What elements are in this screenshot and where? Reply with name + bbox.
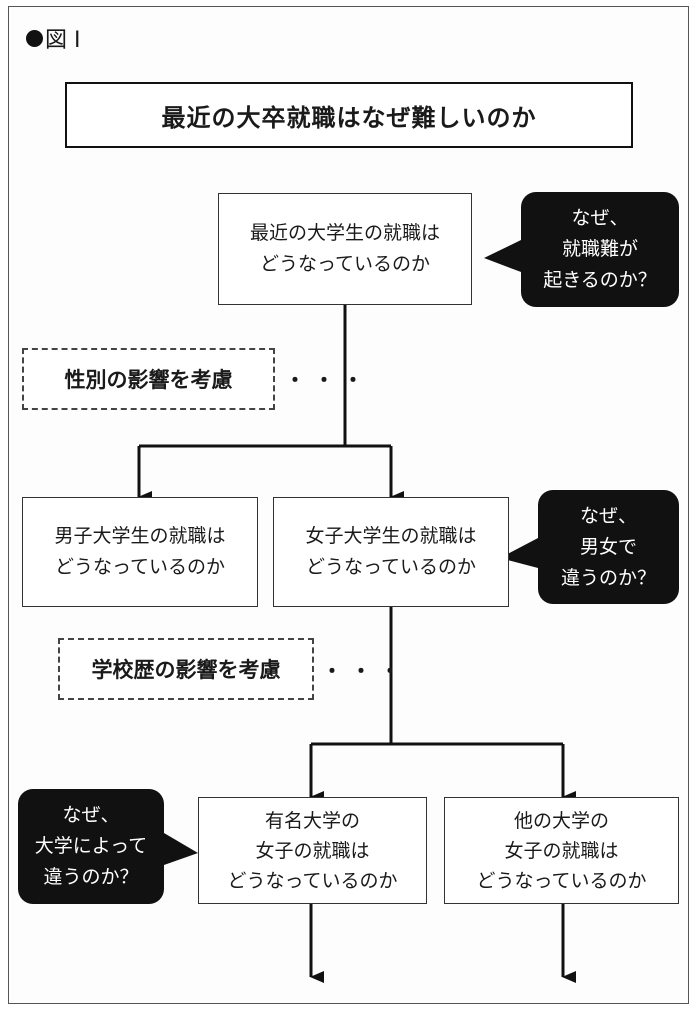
note-gender: 性別の影響を考慮: [22, 348, 275, 410]
diagram-title: 最近の大卒就職はなぜ難しいのか: [65, 82, 633, 148]
node-male-line-1: 男子大学生の就職は: [54, 525, 226, 547]
bubble-why-gender-line-2: 男女で: [579, 535, 637, 558]
note-school-ellipsis: ・・・: [322, 659, 409, 683]
node-female: 女子大学生の就職は どうなっているのか: [273, 497, 509, 607]
bubble-why-univ-line-2: 大学によって: [34, 835, 148, 857]
bubble-why-gender: なぜ、 男女で 違うのか？: [538, 490, 679, 604]
node-other-univ: 他の大学の 女子の就職は どうなっているのか: [444, 797, 679, 904]
node-famous-univ-line-1: 有名大学の: [264, 809, 360, 832]
node-female-line-1: 女子大学生の就職は: [305, 525, 477, 547]
node-root-line-1: 最近の大学生の就職は: [249, 222, 440, 244]
bullet-dot-icon: [26, 29, 43, 47]
node-other-univ-line-1: 他の大学の: [513, 809, 609, 832]
bubble-pointer-gender: [500, 538, 538, 568]
bubble-why-difficult-line-2: 就職難が: [561, 238, 638, 260]
note-gender-ellipsis: ・・・: [285, 368, 372, 392]
bubble-why-gender-line-3: 違うのか？: [560, 566, 656, 589]
bubble-why-univ-line-1: なぜ、: [62, 804, 120, 826]
node-female-line-2: どうなっているのか: [305, 556, 477, 578]
figure-label-text: 図 I: [45, 28, 81, 53]
node-famous-univ-line-3: どうなっているのか: [227, 869, 398, 892]
bubble-why-univ: なぜ、 大学によって 違うのか？: [18, 789, 164, 904]
bubble-why-univ-line-3: 違うのか？: [43, 866, 139, 888]
node-famous-univ-line-2: 女子の就職は: [255, 839, 370, 862]
bubble-why-difficult-line-3: 起きるのか？: [543, 269, 657, 291]
node-other-univ-line-3: どうなっているのか: [476, 869, 647, 892]
node-other-univ-line-2: 女子の就職は: [504, 839, 619, 862]
bubble-why-difficult: なぜ、 就職難が 起きるのか？: [521, 192, 679, 307]
bubble-why-difficult-line-1: なぜ、: [571, 207, 629, 229]
node-root-line-2: どうなっているのか: [259, 253, 431, 275]
node-famous-univ: 有名大学の 女子の就職は どうなっているのか: [198, 797, 427, 904]
node-male-line-2: どうなっているのか: [54, 556, 226, 578]
note-school: 学校歴の影響を考慮: [58, 638, 314, 700]
figure-label: 図 I: [26, 22, 80, 54]
bubble-why-gender-line-1: なぜ、: [579, 504, 637, 527]
node-root: 最近の大学生の就職は どうなっているのか: [218, 193, 472, 305]
bubble-pointer-difficult: [484, 240, 521, 272]
node-male: 男子大学生の就職は どうなっているのか: [22, 497, 258, 607]
bubble-pointer-univ: [164, 833, 198, 865]
